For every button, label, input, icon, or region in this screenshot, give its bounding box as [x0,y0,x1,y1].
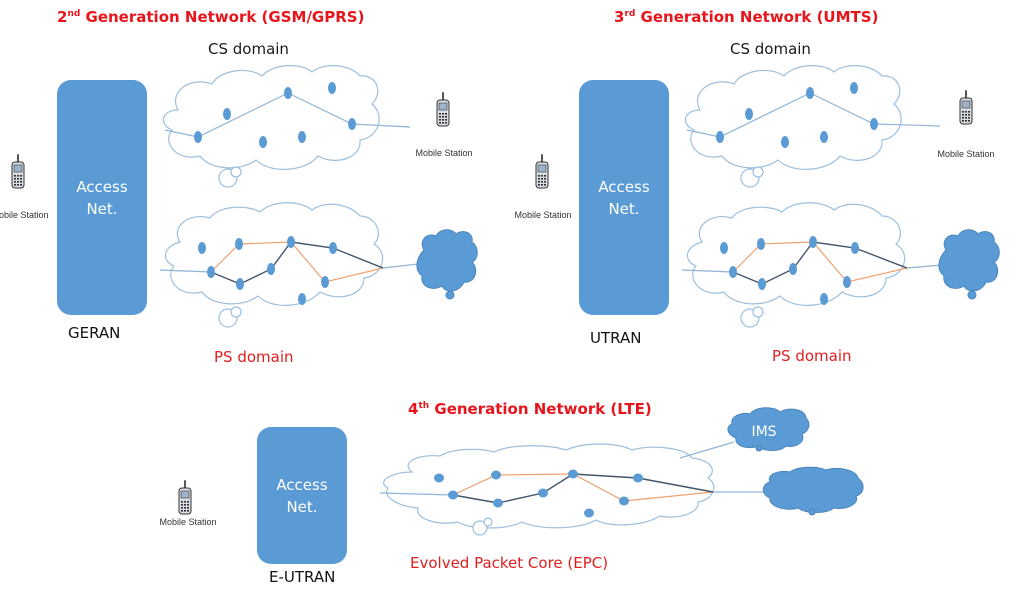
ps-domain-label: PS domain [772,347,852,365]
mobile-station-label: Mobile Station [937,149,994,159]
cs-domain-label: CS domain [730,40,811,58]
ps-nodes [720,236,859,305]
mobile-phone-icon [11,153,25,189]
access-net-label-line1: Access [276,476,328,494]
network-node [757,238,765,250]
cs-nodes [194,82,356,148]
external-pdn-cloud [762,466,864,513]
ps-ingress-link [159,269,212,273]
epc-label: Evolved Packet Core (EPC) [410,554,608,572]
mobile-station-label: Mobile Station [514,210,571,220]
ps-ingress-link [681,269,734,273]
network-node [298,131,306,143]
network-node [633,473,643,483]
network-node [434,473,444,483]
access-network-box [579,80,669,315]
network-node [236,278,244,290]
network-node [259,136,267,148]
network-node [820,131,828,143]
network-node [806,87,814,99]
cs-domain-cloud [162,65,380,170]
external-packet-network-cloud [938,229,1000,292]
access-network-box [257,427,347,564]
epc-nodes [434,469,643,518]
network-node [198,242,206,254]
network-node [329,242,337,254]
ps-egress-link [906,264,943,269]
network-node [328,82,336,94]
panel-2g-title: 2nd Generation Network (GSM/GPRS) [57,8,364,26]
mobile-phone-icon [436,91,450,127]
panel-3g: 3rd Generation Network (UMTS) CS domain … [514,8,1000,365]
epc-to-ims-link [679,441,735,459]
network-node [809,236,817,248]
ps-domain-cloud [164,202,384,306]
panel-3g-title: 3rd Generation Network (UMTS) [614,8,878,26]
mobile-station-label: Mobile Station [0,210,49,220]
panel-2g: 2nd Generation Network (GSM/GPRS) CS dom… [0,8,478,366]
cs-nodes [716,82,878,148]
network-node [298,293,306,305]
panel-4g-title: 4th Generation Network (LTE) [408,400,652,418]
cs-domain-cloud [684,65,902,170]
network-node [284,87,292,99]
ran-label: GERAN [68,324,120,342]
access-net-label-line1: Access [598,178,650,196]
access-net-label-line2: Net. [286,498,317,516]
ims-label: IMS [751,424,776,440]
network-node [207,266,215,278]
epc-cloud [382,443,715,529]
network-node [321,276,329,288]
epc-ingress-link [379,492,454,496]
network-node [758,278,766,290]
network-node [850,82,858,94]
network-node [235,238,243,250]
access-net-label-line2: Net. [608,200,639,218]
network-node [287,236,295,248]
mobile-phone-icon [959,89,973,125]
ps-path-dark [210,241,384,285]
mobile-station-label: Mobile Station [159,517,216,527]
network-node [493,498,503,508]
network-node [619,496,629,506]
ps-egress-link [382,263,419,269]
network-node [448,490,458,500]
mobile-phone-icon [178,479,192,515]
network-node [267,263,275,275]
network-node [781,136,789,148]
ps-domain-label: PS domain [214,348,294,366]
ps-path-dark [732,241,908,285]
cs-domain-label: CS domain [208,40,289,58]
access-network-box [57,80,147,315]
network-node [716,131,724,143]
mobile-phone-icon [535,153,549,189]
network-node [843,276,851,288]
network-node [870,118,878,130]
epc-path-dark [452,473,714,504]
ran-label: UTRAN [590,329,641,347]
network-node [568,469,578,479]
panel-4g: 4th Generation Network (LTE) Mobile Stat… [159,400,864,586]
access-net-label-line2: Net. [86,200,117,218]
mobile-station-label: Mobile Station [415,148,472,158]
network-node [223,108,231,120]
network-node [538,488,548,498]
network-node [745,108,753,120]
ims-cloud [727,407,810,451]
access-net-label-line1: Access [76,178,128,196]
network-node [720,242,728,254]
network-node [820,293,828,305]
network-node [851,242,859,254]
network-node [729,266,737,278]
network-node [491,470,501,480]
ran-label: E-UTRAN [269,568,335,586]
network-node [584,508,594,518]
network-node [194,131,202,143]
ps-nodes [198,236,337,305]
external-packet-network-cloud [416,229,478,292]
network-node [789,263,797,275]
network-node [348,118,356,130]
